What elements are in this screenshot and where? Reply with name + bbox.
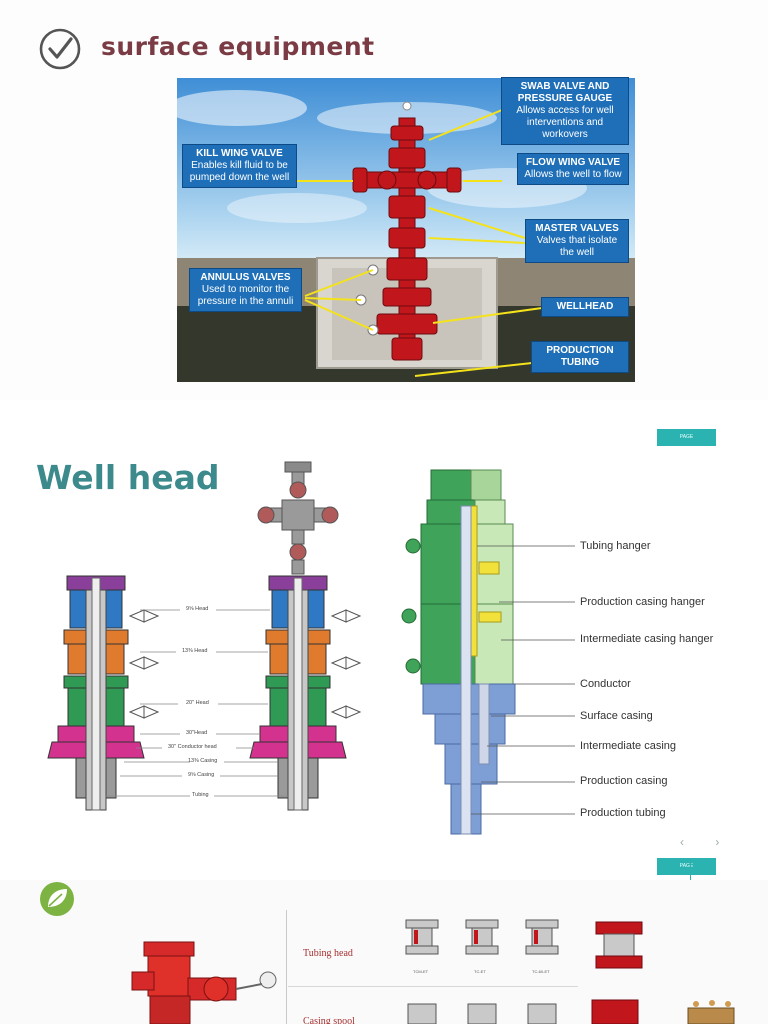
callout-wellhead: WELLHEAD (541, 297, 629, 317)
divider (288, 986, 578, 987)
product-code: TC-60-ET (532, 969, 550, 974)
tubing-head-products (405, 919, 643, 1024)
callout-title: MASTER VALVES (535, 223, 619, 234)
callout-desc: Valves that isolate the well (536, 235, 618, 258)
label-production-casing-hanger: Production casing hanger (580, 596, 705, 608)
wellhead-thumbnail-image (687, 1000, 735, 1024)
label-intermediate-casing: Intermediate casing (580, 740, 676, 752)
check-circle-icon (39, 28, 81, 70)
row-label-tubing-head: Tubing head (303, 948, 353, 959)
product-code: TC-ET (474, 969, 486, 974)
callout-annulus-valves: ANNULUS VALVES Used to monitor the press… (189, 268, 302, 312)
label-casing-13: 13⅜ Casing (188, 758, 218, 764)
label-conductor-head: 30" Conductor head (168, 744, 217, 750)
product-code: TCM-ET (413, 969, 429, 974)
label-head-9: 9⅝ Head (186, 606, 209, 612)
callout-production-tubing: PRODUCTION TUBING (531, 341, 629, 373)
tubing-head-slide: Tubing head Casing spool TCM-ET TC-ET TC… (0, 880, 768, 1024)
slide-title: Well head (36, 458, 220, 497)
divider (286, 910, 287, 1024)
callout-title: WELLHEAD (556, 301, 614, 312)
well-head-slide: PAGE Well head (0, 422, 768, 898)
row-label-casing-spool: Casing spool (303, 1016, 355, 1024)
label-conductor: Conductor (580, 678, 631, 690)
page-tag-bottom: PAGE (657, 858, 716, 875)
divider (690, 858, 691, 898)
callout-desc: Used to monitor the pressure in the annu… (197, 284, 294, 307)
label-casing-9: 9⅝ Casing (188, 772, 215, 778)
page-tag: PAGE (657, 429, 716, 446)
label-production-casing: Production casing (580, 775, 668, 787)
slide-nav-arrows[interactable]: ‹ › (680, 835, 734, 849)
label-head-30: 30"Head (186, 730, 208, 736)
callout-title: SWAB VALVE AND PRESSURE GAUGE (517, 81, 613, 104)
tubing-head-assembly-image (131, 941, 277, 1024)
callout-title: KILL WING VALVE (196, 148, 283, 159)
label-tubing: Tubing (192, 792, 209, 798)
callout-swab-valve: SWAB VALVE AND PRESSURE GAUGE Allows acc… (501, 77, 629, 145)
callout-desc: Allows the well to flow (524, 169, 622, 180)
surface-equipment-slide: surface equipment (0, 0, 768, 400)
label-head-13: 13⅜ Head (182, 648, 208, 654)
label-tubing-hanger: Tubing hanger (580, 540, 651, 552)
callout-title: PRODUCTION TUBING (546, 345, 614, 368)
callout-desc: Enables kill fluid to be pumped down the… (189, 160, 290, 183)
slide-title: surface equipment (101, 32, 375, 61)
wellhead-stack-right (249, 575, 347, 811)
callout-title: ANNULUS VALVES (200, 272, 291, 283)
christmas-tree-valves (257, 461, 339, 575)
callout-desc: Allows access for well interventions and… (516, 105, 614, 140)
wellhead-stack-diagram (47, 461, 362, 811)
label-production-tubing: Production tubing (580, 807, 666, 819)
callout-flow-wing-valve: FLOW WING VALVE Allows the well to flow (517, 153, 629, 185)
label-surface-casing: Surface casing (580, 710, 653, 722)
leaf-icon (40, 882, 74, 916)
wellhead-cross-section (401, 469, 575, 835)
callout-master-valves: MASTER VALVES Valves that isolate the we… (525, 219, 629, 263)
wellhead-stack-left (47, 575, 145, 811)
callout-kill-wing-valve: KILL WING VALVE Enables kill fluid to be… (182, 144, 297, 188)
label-intermediate-casing-hanger: Intermediate casing hanger (580, 633, 714, 645)
label-head-20: 20" Head (186, 700, 209, 706)
callout-title: FLOW WING VALVE (525, 157, 621, 168)
